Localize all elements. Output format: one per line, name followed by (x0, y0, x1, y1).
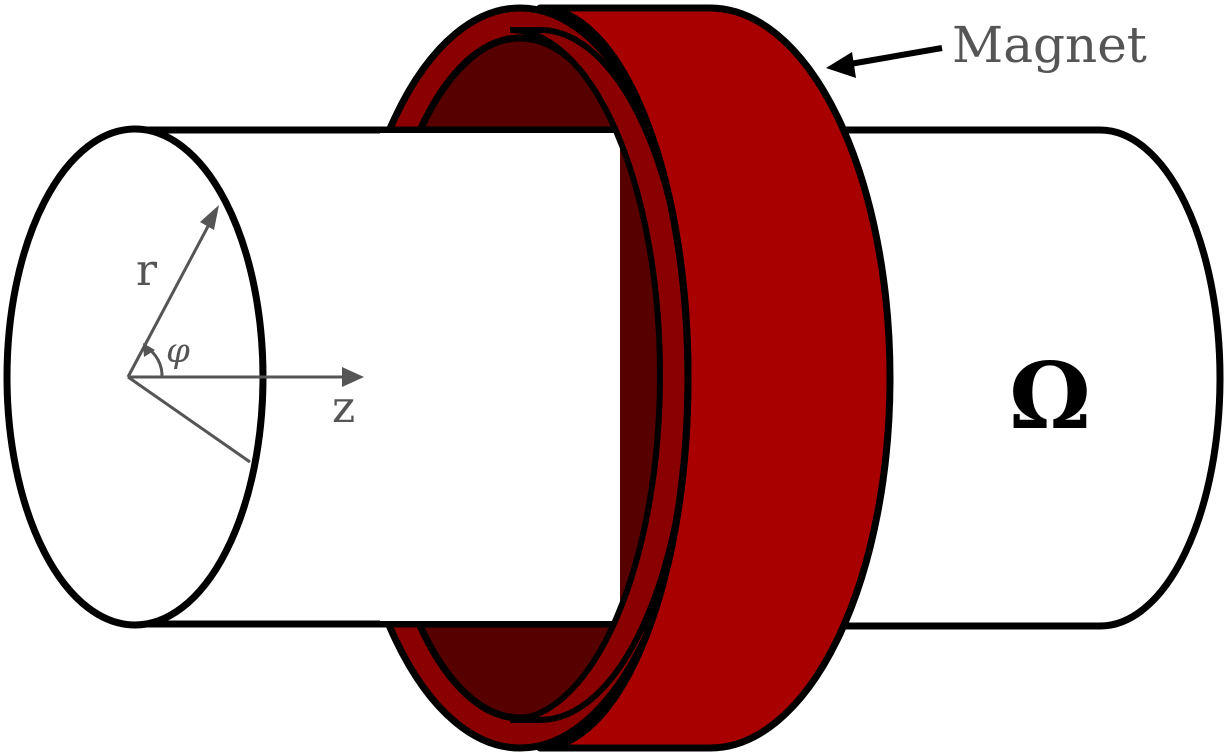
z-axis-arrowhead (342, 367, 364, 387)
r-axis-line (126, 214, 216, 378)
omega-label: Ω (1009, 342, 1091, 450)
z-label: z (332, 382, 355, 433)
r-label: r (136, 245, 158, 296)
magnet-pointer-line (849, 45, 943, 67)
phi-label: φ (166, 331, 190, 371)
phi-arrowhead (143, 343, 155, 357)
magnet-pointer-arrowhead (826, 52, 856, 78)
radius-line (127, 375, 251, 464)
magnet-label: Magnet (952, 16, 1147, 74)
cylinder-body-cover (380, 133, 620, 621)
coordinate-axes (126, 214, 350, 464)
magnet-front-band-inner-edge (539, 4, 692, 752)
r-axis-arrowhead (200, 205, 219, 230)
